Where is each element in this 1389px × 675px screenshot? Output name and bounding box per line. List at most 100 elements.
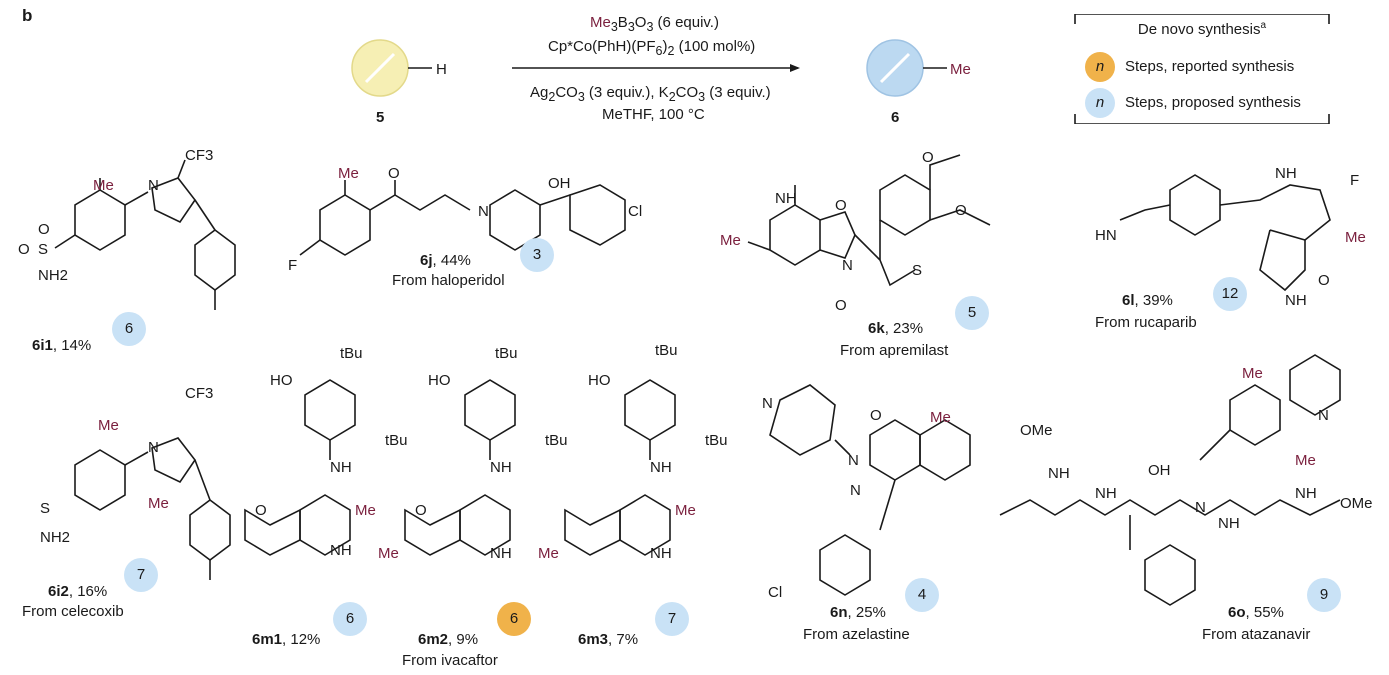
svg-text:N: N (1195, 499, 1206, 516)
svg-text:F: F (288, 257, 297, 274)
steps-badge-6j: 3 (520, 238, 554, 272)
svg-text:O: O (835, 297, 847, 314)
svg-text:Me: Me (930, 409, 951, 426)
steps-badge-6m2: 6 (497, 602, 531, 636)
svg-text:NH: NH (490, 545, 512, 562)
svg-text:N: N (478, 203, 489, 220)
svg-text:Me: Me (1295, 452, 1316, 469)
svg-text:NH: NH (1048, 465, 1070, 482)
atom-s: S (38, 241, 48, 258)
svg-text:O: O (955, 202, 967, 219)
source-6j: From haloperidol (392, 272, 505, 289)
svg-text:O: O (835, 197, 847, 214)
reaction-scheme: H 5 Me 6 (351, 39, 971, 126)
svg-text:HO: HO (428, 372, 451, 389)
caption-6k: 6k, 23% (868, 320, 924, 337)
caption-6n: 6n, 25% (830, 604, 886, 621)
steps-badge-6l: 12 (1213, 277, 1247, 311)
svg-text:Me: Me (720, 232, 741, 249)
svg-text:HO: HO (588, 372, 611, 389)
svg-text:NH: NH (330, 459, 352, 476)
atom-n: N (148, 177, 159, 194)
svg-text:tBu: tBu (545, 432, 568, 449)
proposed-steps-icon: n (1085, 88, 1115, 118)
svg-text:F: F (1350, 172, 1359, 189)
structures-canvas: Me N CF3 S O O NH2 Me O N OH Cl F (18, 147, 1373, 606)
svg-text:O: O (1318, 272, 1330, 289)
steps-badge-6n: 4 (905, 578, 939, 612)
steps-badge-6m3: 7 (655, 602, 689, 636)
atom-o: O (18, 241, 30, 258)
svg-text:Me: Me (1345, 229, 1366, 246)
svg-text:O: O (870, 407, 882, 424)
svg-text:O: O (415, 502, 427, 519)
svg-text:NH: NH (1218, 515, 1240, 532)
svg-text:CF3: CF3 (185, 385, 213, 402)
svg-text:HO: HO (270, 372, 293, 389)
svg-text:OMe: OMe (1020, 422, 1053, 439)
svg-text:NH: NH (1275, 165, 1297, 182)
condition-line-1: Ag2CO3 (3 equiv.), K2CO3 (3 equiv.) (530, 84, 771, 104)
svg-text:NH: NH (775, 190, 797, 207)
product-methyl: Me (950, 61, 971, 78)
steps-badge-6o: 9 (1307, 578, 1341, 612)
source-6l: From rucaparib (1095, 314, 1197, 331)
caption-6j: 6j, 44% (420, 252, 471, 269)
svg-text:N: N (148, 439, 159, 456)
svg-text:N: N (848, 452, 859, 469)
structure-6o: OMe NH NH OH N NH NH OMe Me Me N (999, 354, 1373, 606)
svg-text:HN: HN (1095, 227, 1117, 244)
svg-text:Me: Me (538, 545, 559, 562)
structure-6n: N O Me N N Cl (762, 384, 971, 601)
svg-text:Me: Me (148, 495, 169, 512)
atom-cf3: CF3 (185, 147, 213, 164)
svg-text:NH: NH (650, 459, 672, 476)
caption-6l: 6l, 39% (1122, 292, 1173, 309)
reported-steps-icon: n (1085, 52, 1115, 82)
svg-text:O: O (388, 165, 400, 182)
svg-text:OMe: OMe (1340, 495, 1373, 512)
reagent-line-2: Cp*Co(PhH)(PF6)2 (100 mol%) (548, 38, 756, 58)
caption-6m2: 6m2, 9% (418, 631, 479, 648)
svg-text:Me: Me (675, 502, 696, 519)
structure-6l: HN NH F Me O NH (1095, 165, 1366, 309)
svg-text:tBu: tBu (705, 432, 728, 449)
structure-6j: Me O N OH Cl F (288, 165, 642, 274)
svg-text:OH: OH (548, 175, 571, 192)
condition-line-2: MeTHF, 100 °C (602, 106, 705, 123)
svg-text:tBu: tBu (340, 345, 363, 362)
source-6m2: From ivacaftor (402, 652, 498, 669)
caption-6m1: 6m1, 12% (252, 631, 321, 648)
steps-badge-6k: 5 (955, 296, 989, 330)
svg-text:OH: OH (1148, 462, 1171, 479)
source-6n: From azelastine (803, 626, 910, 643)
svg-text:N: N (842, 257, 853, 274)
caption-6m3: 6m3, 7% (578, 631, 639, 648)
svg-text:Me: Me (378, 545, 399, 562)
source-6i2: From celecoxib (22, 603, 124, 620)
svg-text:O: O (255, 502, 267, 519)
svg-text:N: N (762, 395, 773, 412)
structure-6k: NH O O N Me S O O (720, 149, 991, 314)
steps-badge-6m1: 6 (333, 602, 367, 636)
svg-text:NH: NH (1295, 485, 1317, 502)
atom-o: O (38, 221, 50, 238)
caption-6o: 6o, 55% (1228, 604, 1284, 621)
steps-badge-6i2: 7 (124, 558, 158, 592)
source-6k: From apremilast (840, 342, 949, 359)
structure-6m1: HO tBu tBu NH Me NH O (244, 345, 408, 559)
svg-text:Me: Me (98, 417, 119, 434)
starting-material-pill-icon (351, 39, 409, 97)
svg-text:Me: Me (355, 502, 376, 519)
atom-nh2: NH2 (38, 267, 68, 284)
svg-text:O: O (922, 149, 934, 166)
source-6o: From atazanavir (1202, 626, 1311, 643)
svg-text:Me: Me (338, 165, 359, 182)
atom-me: Me (93, 177, 114, 194)
legend-title: De novo synthesisa (1137, 20, 1267, 38)
sm-h-atom: H (436, 61, 447, 78)
sm-label: 5 (376, 109, 384, 126)
svg-text:NH2: NH2 (40, 529, 70, 546)
